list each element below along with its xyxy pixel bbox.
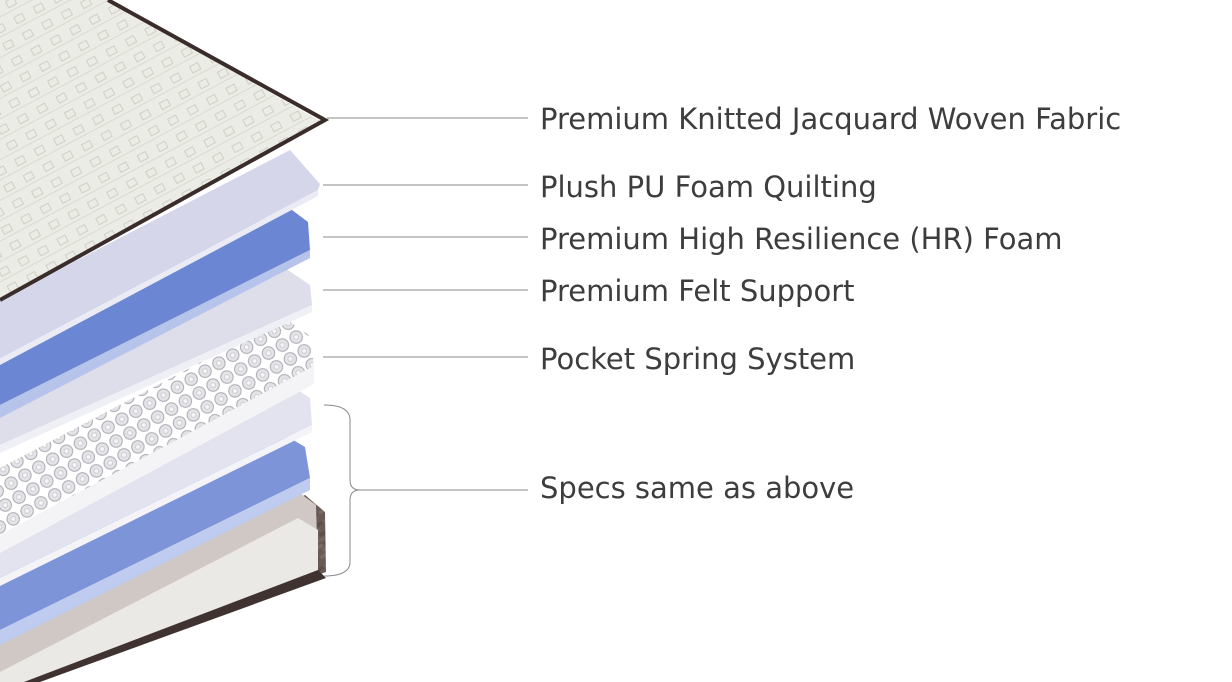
quilting-top <box>0 150 320 358</box>
label-fabric: Premium Knitted Jacquard Woven Fabric <box>540 102 1122 136</box>
upper-hr-foam-layer <box>0 207 310 418</box>
lower-felt-layer <box>0 382 312 586</box>
label-hr-foam: Premium High Resilience (HR) Foam <box>540 222 1063 256</box>
fabric-top <box>0 0 322 298</box>
pocket-spring-layer <box>0 318 314 553</box>
base-frame-rim <box>24 570 326 682</box>
upper-felt-edge <box>0 305 312 453</box>
fabric-edge <box>0 0 330 302</box>
label-quilting: Plush PU Foam Quilting <box>540 170 877 204</box>
upper-felt-layer <box>0 268 312 453</box>
specs-bracket <box>323 404 361 577</box>
lower-hr-foam-layer <box>0 432 310 645</box>
lower-hr-foam-edge <box>0 478 310 645</box>
quilting-layer <box>0 150 320 365</box>
pocket-spring-top <box>0 318 314 535</box>
base-frame-layer <box>0 490 326 682</box>
label-felt: Premium Felt Support <box>540 274 855 308</box>
base-frame-inner <box>0 518 318 682</box>
quilting-edge <box>0 190 318 365</box>
lower-felt-edge <box>0 425 312 586</box>
lower-felt-top <box>0 382 312 578</box>
fabric-layer <box>0 0 330 302</box>
upper-hr-foam-edge <box>0 250 310 418</box>
lower-hr-foam-top <box>0 432 310 630</box>
pocket-spring-edge <box>0 366 314 553</box>
leader-lines <box>323 117 528 577</box>
upper-felt-top <box>0 268 312 445</box>
label-pocket-spring: Pocket Spring System <box>540 342 856 376</box>
upper-hr-foam-top <box>0 207 310 405</box>
label-specs-same: Specs same as above <box>540 471 855 505</box>
